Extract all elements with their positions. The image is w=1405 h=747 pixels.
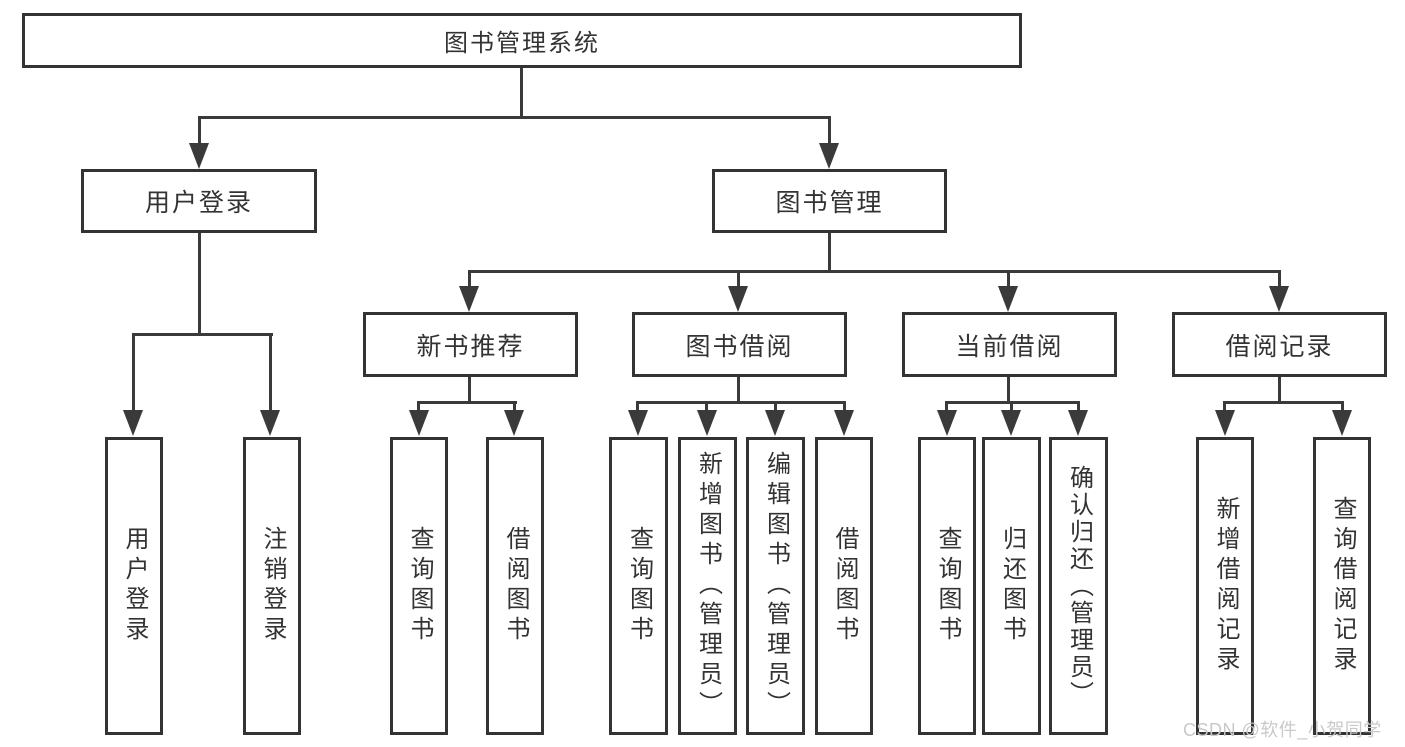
leaf-label: 编辑图书（管理员）: [762, 451, 790, 721]
node-leaf-bb-add-book: 新增图书（管理员）: [678, 437, 737, 735]
node-leaf-cb-confirm-return: 确认归还（管理员）: [1049, 437, 1108, 735]
connector-line: [417, 401, 517, 404]
connector-line: [520, 68, 523, 118]
connector-line: [417, 401, 420, 412]
connector-line: [269, 333, 272, 412]
leaf-label: 借阅图书: [831, 526, 858, 646]
connector-line: [468, 270, 471, 288]
leaf-label: 用户登录: [121, 526, 148, 646]
node-current-borrow: 当前借阅: [902, 312, 1117, 377]
connector-line: [1010, 401, 1013, 412]
leaf-label: 查询图书: [934, 526, 961, 646]
node-leaf-br-add-record: 新增借阅记录: [1196, 437, 1254, 735]
node-user-login-label: 用户登录: [144, 189, 253, 217]
arrow-down-icon: [728, 286, 748, 312]
node-root-label: 图书管理系统: [444, 30, 600, 57]
arrow-down-icon: [765, 410, 785, 436]
arrow-down-icon: [937, 410, 957, 436]
connector-line: [705, 401, 708, 412]
connector-line: [513, 401, 516, 412]
arrow-down-icon: [189, 143, 209, 169]
arrow-down-icon: [834, 410, 854, 436]
node-leaf-rec-borrow-book: 借阅图书: [486, 437, 544, 735]
connector-line: [1007, 270, 1010, 288]
csdn-watermark: CSDN @软件_小贺同学: [1183, 720, 1382, 740]
arrow-down-icon: [123, 410, 143, 436]
connector-line: [1278, 270, 1281, 288]
node-book-borrow-label: 图书借阅: [685, 332, 794, 361]
node-leaf-bb-query-book: 查询图书: [609, 437, 668, 735]
node-book-mgmt: 图书管理: [712, 169, 947, 233]
arrow-down-icon: [459, 286, 479, 312]
node-leaf-br-query-record: 查询借阅记录: [1313, 437, 1371, 735]
leaf-label: 借阅图书: [502, 526, 529, 646]
node-leaf-cb-query-book: 查询图书: [918, 437, 976, 735]
arrow-down-icon: [504, 410, 524, 436]
connector-line: [1077, 401, 1080, 412]
leaf-label: 查询图书: [625, 526, 653, 646]
node-leaf-bb-borrow-book: 借阅图书: [815, 437, 873, 735]
leaf-label: 新增借阅记录: [1212, 496, 1239, 676]
node-book-mgmt-label: 图书管理: [775, 189, 884, 217]
connector-line: [1341, 401, 1344, 412]
arrow-down-icon: [260, 410, 280, 436]
arrow-down-icon: [1269, 286, 1289, 312]
connector-line: [132, 333, 135, 412]
arrow-down-icon: [697, 410, 717, 436]
node-borrow-records: 借阅记录: [1172, 312, 1387, 377]
node-leaf-user-login: 用户登录: [105, 437, 163, 735]
node-borrow-records-label: 借阅记录: [1225, 332, 1334, 361]
connector-line: [1278, 377, 1281, 404]
connector-line: [198, 233, 201, 336]
arrow-down-icon: [628, 410, 648, 436]
arrow-down-icon: [1215, 410, 1235, 436]
connector-line: [1223, 401, 1226, 412]
connector-line: [774, 401, 777, 412]
arrow-down-icon: [819, 143, 839, 169]
node-current-borrow-label: 当前借阅: [955, 332, 1064, 361]
leaf-label: 注销登录: [259, 526, 286, 646]
connector-line: [198, 116, 831, 119]
connector-line: [1007, 377, 1010, 404]
node-new-book-rec: 新书推荐: [363, 312, 578, 377]
node-new-book-rec-label: 新书推荐: [416, 332, 525, 361]
arrow-down-icon: [998, 286, 1018, 312]
leaf-label: 新增图书（管理员）: [694, 451, 722, 721]
node-leaf-bb-edit-book: 编辑图书（管理员）: [746, 437, 805, 735]
arrow-down-icon: [409, 410, 429, 436]
connector-line: [468, 377, 471, 404]
connector-line: [636, 401, 639, 412]
leaf-label: 确认归还（管理员）: [1065, 464, 1093, 708]
arrow-down-icon: [1001, 410, 1021, 436]
connector-line: [1223, 401, 1344, 404]
connector-line: [945, 401, 948, 412]
node-leaf-cb-return-book: 归还图书: [982, 437, 1041, 735]
node-root: 图书管理系统: [22, 13, 1022, 68]
connector-line: [198, 116, 201, 146]
connector-line: [737, 377, 740, 404]
arrow-down-icon: [1068, 410, 1088, 436]
connector-line: [737, 270, 740, 288]
arrow-down-icon: [1332, 410, 1352, 436]
connector-line: [843, 401, 846, 412]
node-leaf-rec-query-book: 查询图书: [390, 437, 448, 735]
leaf-label: 查询借阅记录: [1329, 496, 1356, 676]
node-book-borrow: 图书借阅: [632, 312, 847, 377]
leaf-label: 归还图书: [998, 526, 1026, 646]
node-user-login: 用户登录: [81, 169, 317, 233]
connector-line: [828, 116, 831, 146]
node-leaf-logout: 注销登录: [243, 437, 301, 735]
connector-line: [468, 270, 1281, 273]
connector-line: [132, 333, 273, 336]
connector-line: [636, 401, 846, 404]
connector-line: [828, 233, 831, 273]
leaf-label: 查询图书: [406, 526, 433, 646]
